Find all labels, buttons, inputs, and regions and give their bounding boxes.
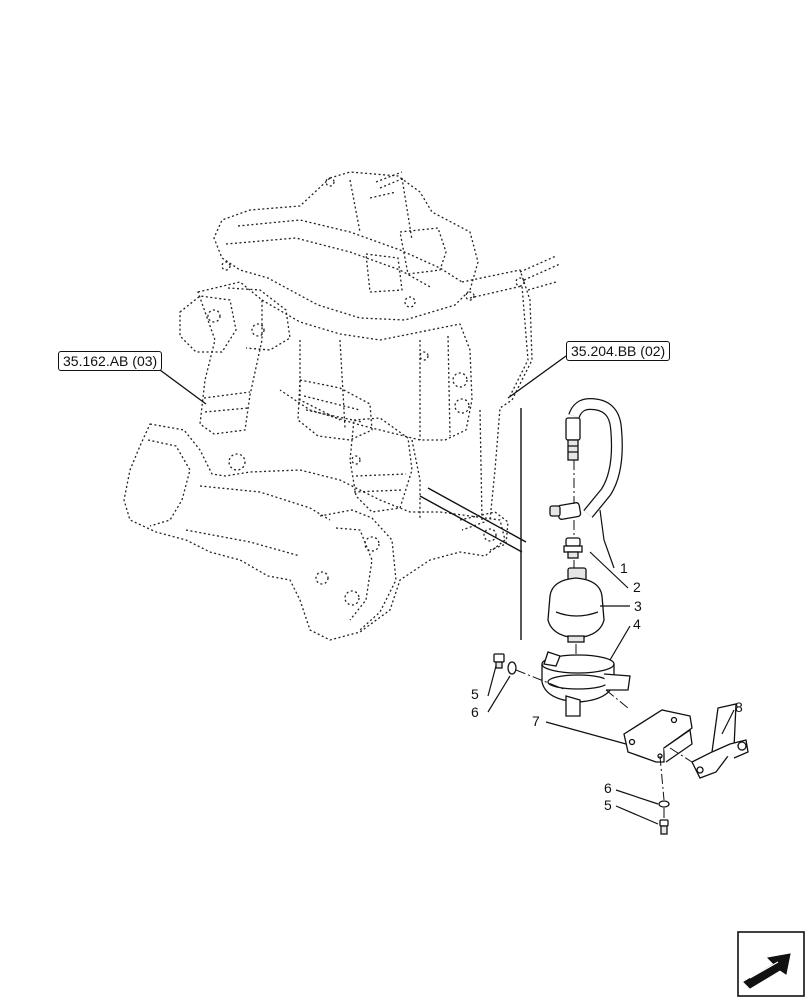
reference-link-left[interactable]: 35.162.AB (03): [58, 351, 163, 371]
part-7-bracket: [623, 709, 693, 763]
callout-1: 1: [620, 560, 628, 576]
leader-2: [589, 551, 629, 589]
callout-8: 8: [735, 699, 743, 715]
leader-5b: [615, 805, 659, 825]
leader-ref-left: [159, 369, 207, 405]
next-page-arrow-icon[interactable]: [737, 931, 805, 997]
lift-assembly-outline: [123, 171, 561, 641]
assembly-centerlines: [515, 460, 693, 818]
boundary-lines: [419, 408, 527, 640]
leader-5a: [487, 665, 497, 697]
leader-7: [545, 721, 627, 745]
callout-leaders: [487, 509, 735, 825]
reference-leaders: [159, 355, 567, 405]
part-5-6-lower: [658, 800, 670, 835]
callout-5-lower: 5: [604, 797, 612, 813]
callout-3: 3: [634, 598, 642, 614]
callout-5-upper: 5: [471, 686, 479, 702]
callout-7: 7: [532, 713, 540, 729]
leader-1: [599, 509, 615, 569]
leader-6b: [615, 789, 659, 805]
part-3-accumulator: [547, 567, 605, 643]
part-4-clamp: [541, 651, 631, 717]
callout-6-upper: 6: [471, 704, 479, 720]
leader-6a: [487, 675, 511, 713]
part-2-fitting: [563, 537, 583, 559]
callout-4: 4: [633, 616, 641, 632]
reference-link-right[interactable]: 35.204.BB (02): [566, 341, 671, 361]
part-8-clip: [691, 703, 749, 779]
part-1-hose: [549, 397, 623, 520]
callout-2: 2: [633, 579, 641, 595]
callout-6-lower: 6: [604, 780, 612, 796]
part-5-6-upper: [493, 653, 517, 675]
leader-8: [721, 709, 735, 735]
leader-ref-right: [507, 355, 567, 399]
leader-4: [609, 625, 631, 661]
